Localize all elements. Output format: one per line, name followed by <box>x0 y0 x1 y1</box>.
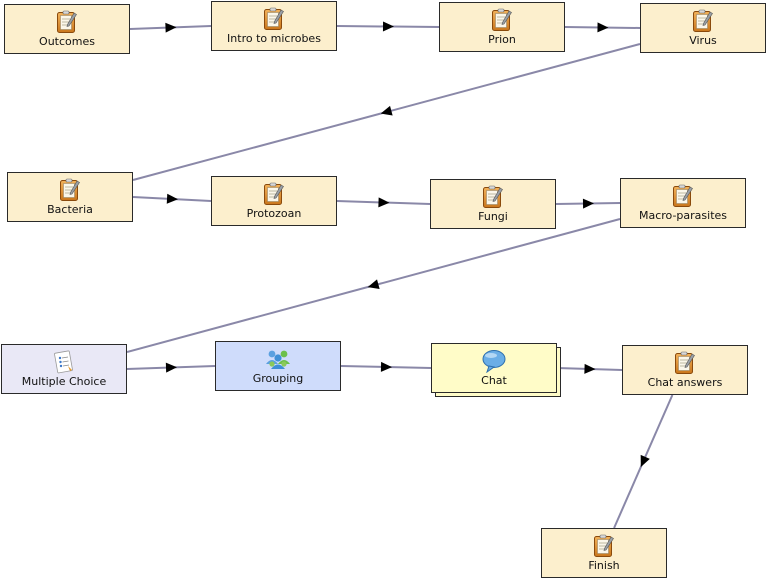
activity-virus[interactable]: Virus <box>640 3 766 53</box>
notebook-icon <box>692 9 714 33</box>
edge-arrow-intro-to-prion <box>382 21 394 32</box>
activity-multiple-choice[interactable]: Multiple Choice <box>1 344 127 394</box>
activity-grouping-label: Grouping <box>252 372 304 385</box>
activity-intro-to-microbes-label: Intro to microbes <box>227 32 321 45</box>
activity-protozoan[interactable]: Protozoan <box>211 176 337 226</box>
activity-virus-label: Virus <box>689 34 717 47</box>
speech-bubble-icon <box>481 349 507 373</box>
edge-arrow-virus-to-bacteria <box>380 105 393 116</box>
edges-layer <box>126 21 674 529</box>
notebook-icon <box>263 7 285 31</box>
activity-outcomes[interactable]: Outcomes <box>4 4 130 54</box>
edge-arrow-grouping-to-chat <box>380 361 392 372</box>
activity-finish-label: Finish <box>588 559 620 572</box>
activity-chat-label: Chat <box>481 374 507 387</box>
edge-arrow-protozoan-to-fungi <box>378 197 390 208</box>
edge-arrow-fungi-to-macro <box>582 198 594 209</box>
activity-intro-to-microbes[interactable]: Intro to microbes <box>211 1 337 51</box>
notebook-icon <box>491 8 513 32</box>
edge-arrow-bacteria-to-protozoan <box>166 193 178 204</box>
notebook-icon <box>593 534 615 558</box>
activity-prion[interactable]: Prion <box>439 2 565 52</box>
activity-bacteria[interactable]: Bacteria <box>7 172 133 222</box>
activity-chat-answers-label: Chat answers <box>647 376 723 389</box>
edge-arrow-macro-to-mc <box>367 279 380 290</box>
activity-finish[interactable]: Finish <box>541 528 667 578</box>
activity-protozoan-label: Protozoan <box>246 207 302 220</box>
notebook-icon <box>674 351 696 375</box>
activity-grouping[interactable]: Grouping <box>215 341 341 391</box>
notebook-icon <box>59 178 81 202</box>
activity-outcomes-label: Outcomes <box>39 35 95 48</box>
activity-macro-parasites[interactable]: Macro-parasites <box>620 178 746 228</box>
notebook-icon <box>56 10 78 34</box>
notebook-icon <box>482 185 504 209</box>
checklist-icon <box>53 350 75 374</box>
edge-arrow-prion-to-virus <box>597 22 609 33</box>
activity-chat[interactable]: Chat <box>431 343 557 393</box>
edge-arrow-mc-to-grouping <box>165 362 177 373</box>
activity-chat-answers[interactable]: Chat answers <box>622 345 748 395</box>
activity-prion-label: Prion <box>488 33 516 46</box>
activity-fungi-label: Fungi <box>478 210 508 223</box>
notebook-icon <box>263 182 285 206</box>
edge-arrow-chat_answers-to-finish <box>640 454 650 467</box>
activity-bacteria-label: Bacteria <box>47 203 93 216</box>
activity-multiple-choice-label: Multiple Choice <box>21 375 107 388</box>
people-group-icon <box>264 347 292 371</box>
edge-arrow-outcomes-to-intro <box>165 22 177 33</box>
activity-macro-parasites-label: Macro-parasites <box>638 209 728 222</box>
edge-arrow-chat-to-chat_answers <box>584 363 596 374</box>
notebook-icon <box>672 184 694 208</box>
activity-fungi[interactable]: Fungi <box>430 179 556 229</box>
